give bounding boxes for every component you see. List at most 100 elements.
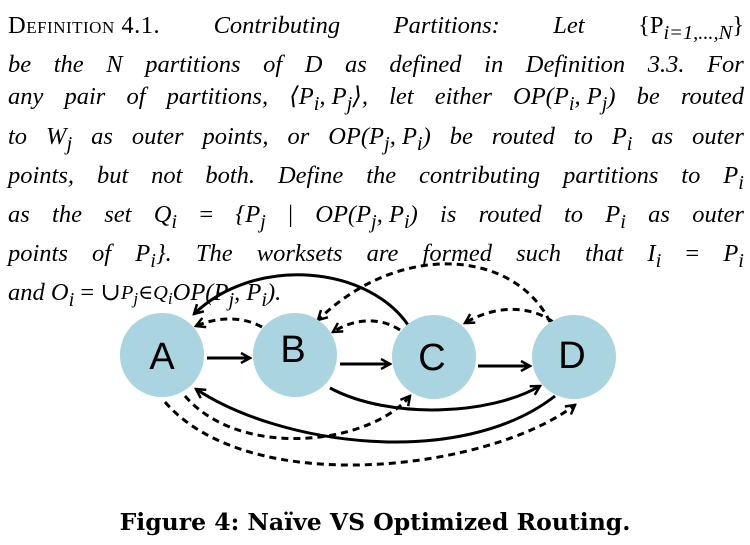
word: both.	[205, 161, 256, 189]
word: pair	[64, 83, 106, 111]
word: in	[484, 51, 504, 79]
node-label: C	[418, 337, 445, 379]
definition-line: points, but not both. Define the contrib…	[8, 160, 744, 199]
node-d: D	[532, 315, 616, 399]
edge-a-to-c-dashed	[183, 396, 410, 441]
word: the	[366, 161, 397, 189]
word: routed	[680, 83, 744, 111]
definition-line: to Wj as outer points, or OP(Pj, Pi) be …	[8, 121, 744, 160]
word: be	[636, 83, 660, 111]
word: as	[8, 201, 30, 229]
word: worksets	[256, 240, 343, 268]
word: routed	[478, 201, 542, 229]
word: partitions	[563, 161, 659, 189]
word: the	[52, 201, 82, 229]
word: not	[151, 161, 183, 189]
math-equals: =	[199, 201, 214, 229]
math-w: Wj	[46, 122, 73, 155]
node-label: D	[558, 335, 585, 377]
math-p: Pi	[723, 240, 744, 273]
math-p: Pi	[611, 122, 633, 155]
word: N	[106, 51, 123, 79]
word: of	[92, 240, 112, 268]
word: is	[440, 201, 457, 229]
math-op: OP(Pj, Pi).	[172, 279, 282, 312]
word: any	[8, 83, 44, 111]
definition-line: be the N partitions of D as defined in D…	[8, 49, 744, 81]
word: outer	[692, 122, 744, 150]
math-q: Qi	[153, 201, 178, 233]
edge-a-to-d-dashed	[163, 401, 575, 467]
word: as	[91, 122, 113, 150]
word: be	[8, 51, 32, 79]
word: set	[104, 201, 132, 229]
definition-line: points of Pi}. The worksets are formed s…	[8, 238, 744, 277]
word: defined	[389, 51, 462, 79]
word: points,	[8, 161, 75, 189]
word: the	[53, 51, 84, 79]
definition-line: any pair of partitions, ⟨Pi, Pj⟩, let ei…	[8, 81, 744, 120]
edge-d-to-b-dashed	[318, 262, 552, 323]
word: Partitions:	[393, 12, 500, 39]
word: outer	[131, 122, 184, 150]
word: to	[681, 161, 701, 189]
word: For	[707, 51, 744, 79]
definition-paragraph: Definition 4.1. Contributing Partitions:…	[8, 10, 744, 317]
edge-d-to-c-dashed	[465, 307, 554, 323]
node-label: A	[149, 336, 175, 378]
routing-diagram: A B C D	[120, 262, 616, 467]
edge-c-to-a	[194, 273, 412, 329]
math-op: OP(Pi, Pj)	[513, 83, 616, 116]
word: to	[8, 122, 28, 150]
node-label: B	[280, 329, 305, 371]
math-o: Oi	[50, 279, 75, 312]
word: as	[651, 122, 674, 150]
math-equals: =	[685, 240, 700, 268]
math-i: Ii	[647, 240, 662, 273]
word: formed	[422, 240, 492, 268]
math-bar: |	[288, 201, 293, 229]
edge-b-to-a-dashed	[196, 319, 263, 327]
word: Define	[277, 161, 344, 189]
word: Let	[553, 12, 585, 39]
word: The	[195, 240, 233, 268]
definition-heading: Definition 4.1.	[8, 12, 161, 39]
word: such	[516, 240, 562, 268]
math-p: Pi	[723, 161, 744, 194]
word: contributing	[419, 161, 541, 189]
word: let	[389, 83, 414, 111]
node-c: C	[392, 315, 476, 399]
word: points,	[202, 122, 269, 150]
word: D	[304, 51, 323, 79]
word: but	[96, 161, 129, 189]
word: outer	[692, 201, 744, 229]
edge-c-to-b-dashed	[333, 319, 401, 332]
edge-d-to-a	[196, 389, 556, 444]
word: that	[585, 240, 624, 268]
word: partitions	[145, 51, 241, 79]
word: to	[573, 122, 593, 150]
word: Contributing	[213, 12, 341, 39]
word: 3.3.	[647, 51, 685, 79]
math-op: OP(Pj, Pi)	[315, 201, 418, 233]
figure-caption: Figure 4: Naïve VS Optimized Routing.	[119, 508, 631, 536]
math-equals: =	[80, 279, 95, 307]
word: Definition	[525, 51, 626, 79]
word: be	[449, 122, 473, 150]
math-p: Pi}.	[135, 240, 172, 273]
word: and	[8, 279, 45, 307]
word: points	[8, 240, 68, 268]
word: of	[263, 51, 283, 79]
word: partitions,	[166, 83, 269, 111]
word: or	[287, 122, 310, 150]
math-p: Pi	[605, 201, 626, 233]
word: as	[345, 51, 367, 79]
word: as	[648, 201, 670, 229]
math-union: ∪	[100, 279, 121, 307]
edge-b-to-d	[329, 384, 540, 412]
node-b: B	[253, 313, 337, 397]
math-union-index: Pj∈Qi	[120, 282, 173, 309]
math-set-partitions: {Pi=1,...,N}	[638, 12, 744, 44]
math-pj: {Pj	[235, 201, 266, 233]
